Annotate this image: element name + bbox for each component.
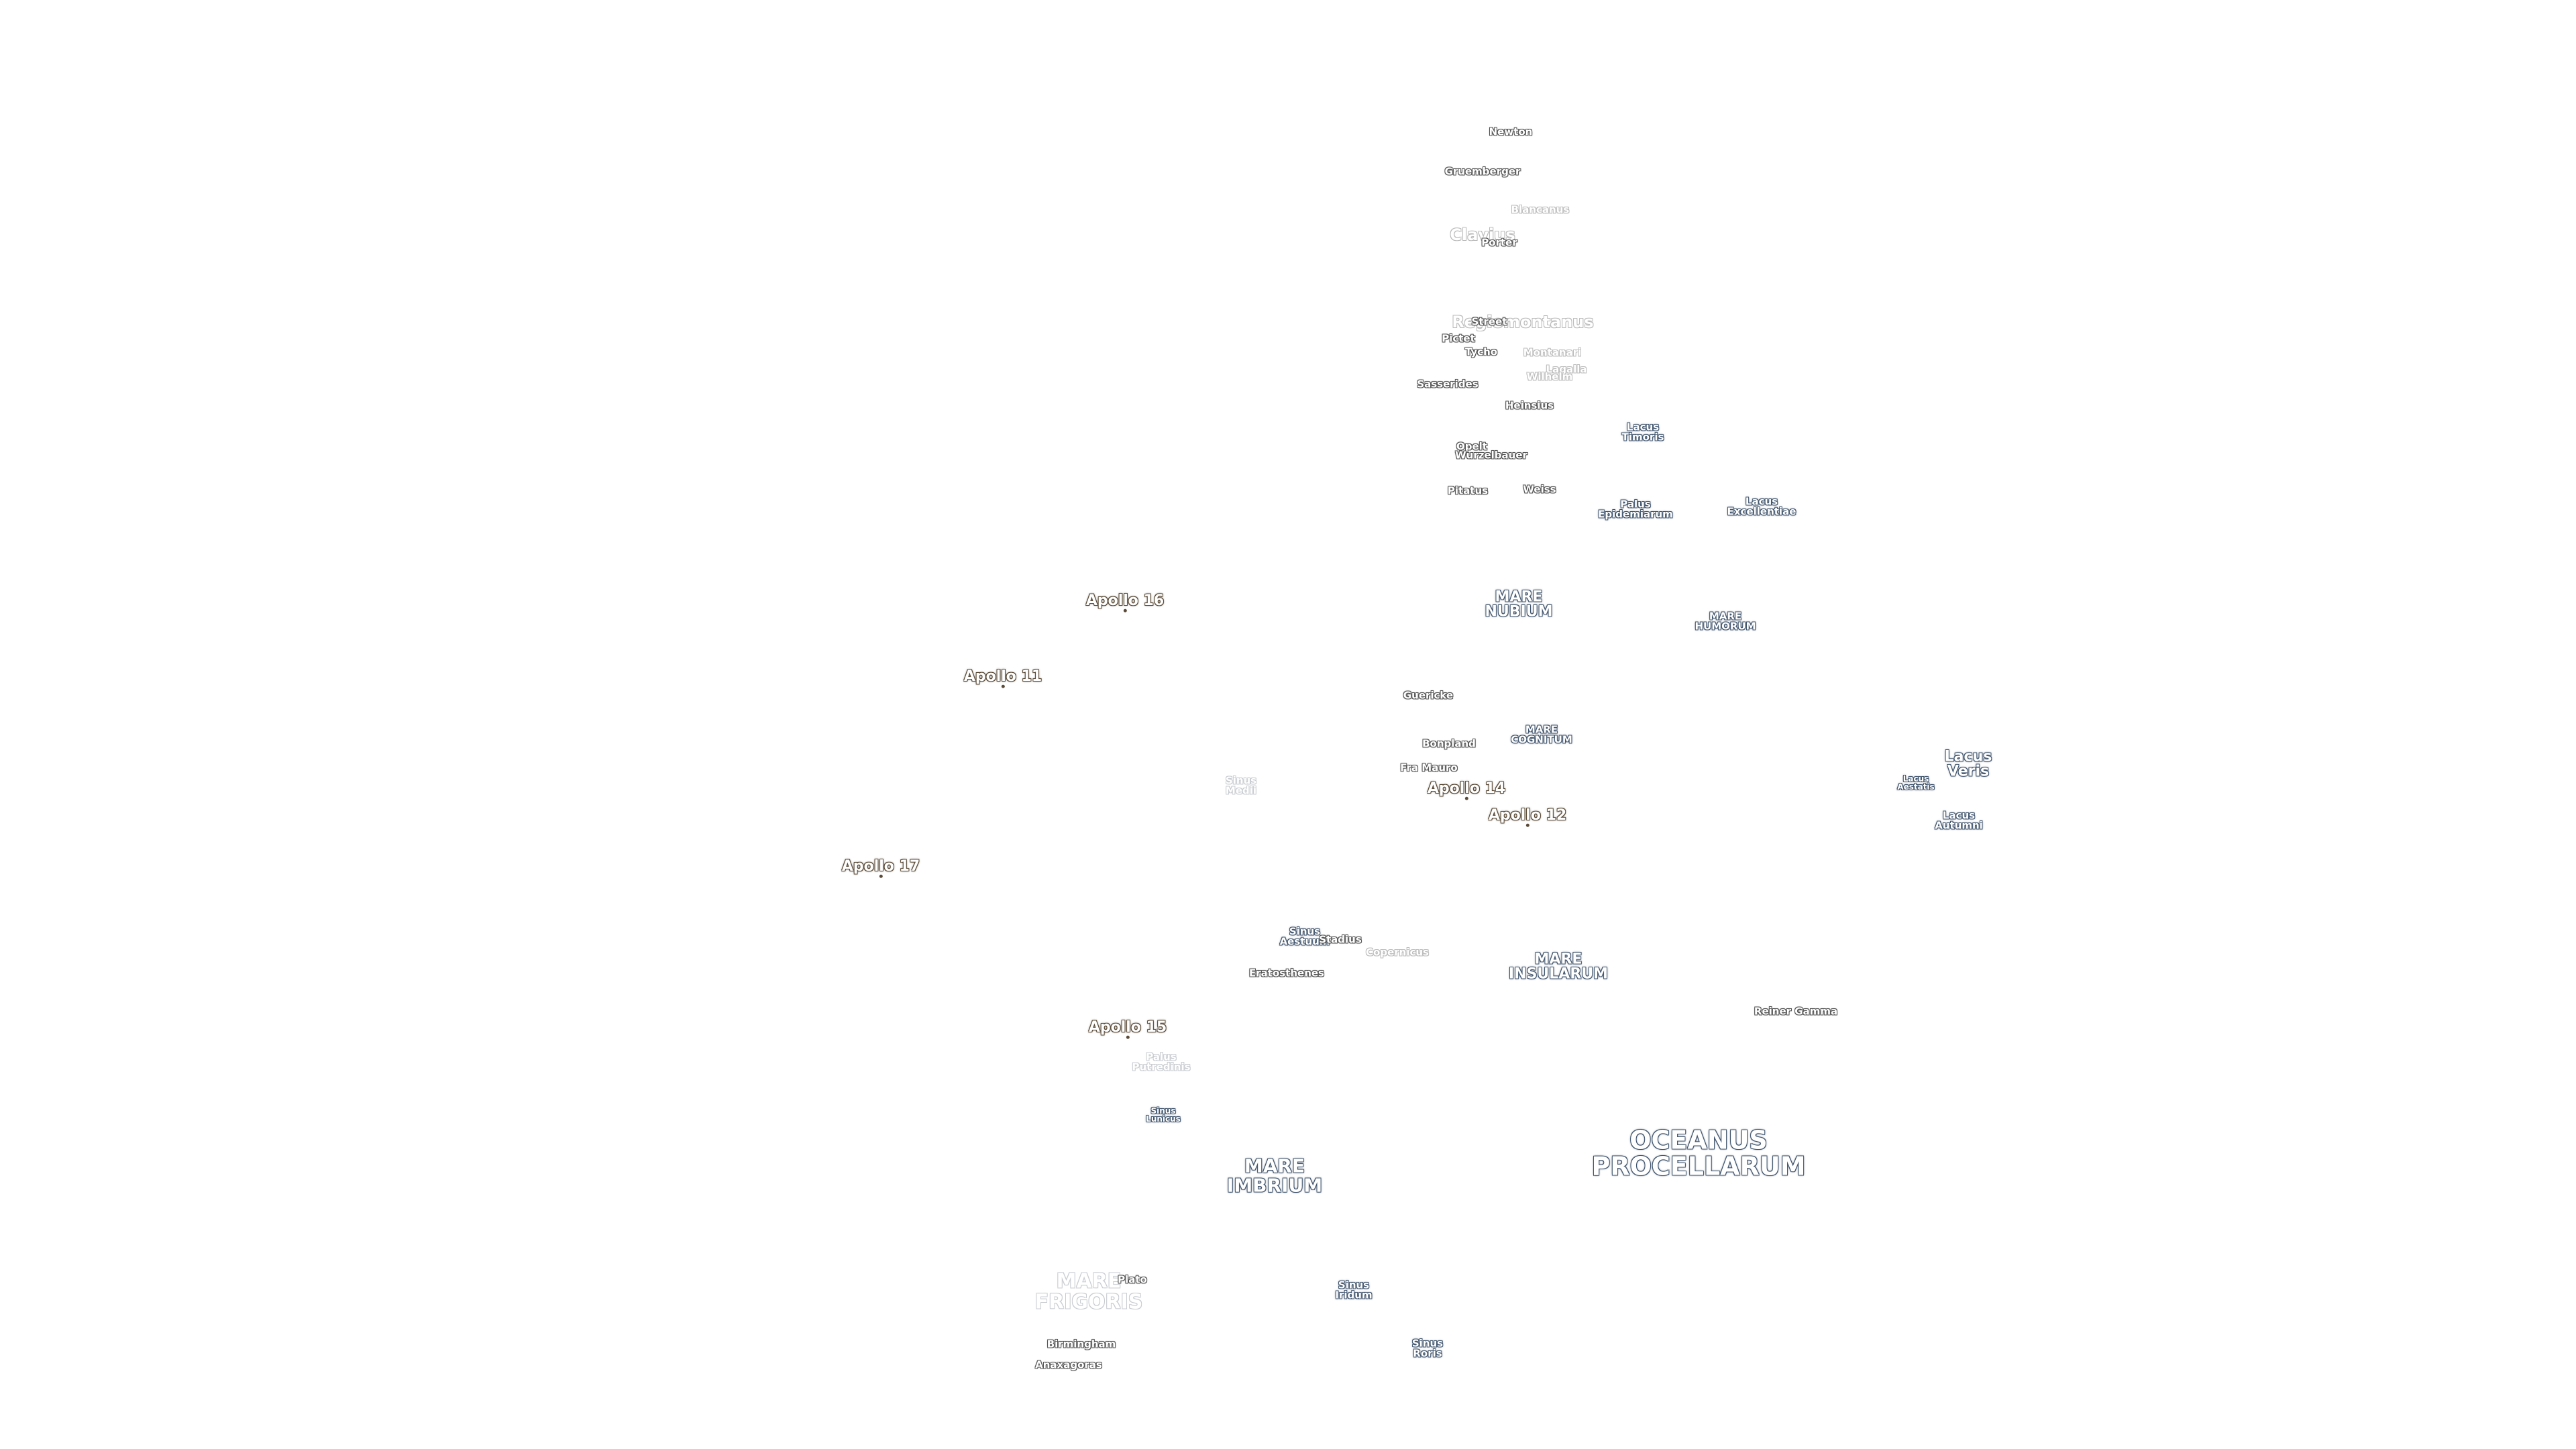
label-wilhelm[interactable]: Wilhelm <box>1526 370 1573 383</box>
label-apollo-12[interactable]: Apollo 12 <box>1489 808 1566 828</box>
label-apollo-11[interactable]: Apollo 11 <box>964 669 1042 689</box>
label-pitatus[interactable]: Pitatus <box>1447 484 1489 497</box>
label-apollo-16[interactable]: Apollo 16 <box>1086 593 1164 613</box>
label-guericke[interactable]: Guericke <box>1403 689 1454 702</box>
label-heinsius[interactable]: Heinsius <box>1505 399 1554 412</box>
label-regiomontanus[interactable]: Regiomontanus <box>1452 312 1594 331</box>
label-newton[interactable]: Newton <box>1489 125 1533 138</box>
label-weiss[interactable]: Weiss <box>1523 483 1556 496</box>
label-opelt[interactable]: Opelt <box>1456 440 1487 453</box>
landing-site-marker <box>1001 685 1005 689</box>
label-apollo-15[interactable]: Apollo 15 <box>1089 1020 1167 1040</box>
label-birmingham[interactable]: Birmingham <box>1046 1338 1116 1350</box>
label-fra-mauro[interactable]: Fra Mauro <box>1400 761 1458 774</box>
label-wurzelbauer[interactable]: Wurzelbauer <box>1455 449 1527 462</box>
label-gruemberger[interactable]: Gruemberger <box>1444 165 1521 178</box>
landing-site-marker <box>1126 1036 1130 1040</box>
label-copernicus[interactable]: Copernicus <box>1366 946 1429 959</box>
landing-site-marker <box>1123 609 1127 613</box>
label-blancanus[interactable]: Blancanus <box>1511 203 1570 216</box>
landing-site-marker <box>1464 797 1468 801</box>
label-porter[interactable]: Porter <box>1481 236 1517 249</box>
label-montanari[interactable]: Montanari <box>1523 346 1582 359</box>
label-tycho[interactable]: Tycho <box>1464 345 1498 358</box>
label-pictet[interactable]: Pictet <box>1442 332 1475 345</box>
label-clavius[interactable]: Clavius <box>1450 225 1515 244</box>
landing-site-marker <box>1525 824 1529 828</box>
label-apollo-17[interactable]: Apollo 17 <box>842 859 920 879</box>
label-stadius[interactable]: Stadius <box>1319 933 1362 946</box>
label-lagalla[interactable]: Lagalla <box>1546 363 1587 376</box>
label-plato[interactable]: Plato <box>1118 1273 1147 1286</box>
label-apollo-14[interactable]: Apollo 14 <box>1428 781 1505 801</box>
landing-site-marker <box>879 875 883 879</box>
label-reiner-gamma[interactable]: Reiner Gamma <box>1754 1005 1838 1018</box>
label-street[interactable]: Street <box>1471 315 1507 328</box>
label-bonpland[interactable]: Bonpland <box>1422 737 1476 750</box>
label-anaxagoras[interactable]: Anaxagoras <box>1035 1358 1102 1371</box>
label-eratosthenes[interactable]: Eratosthenes <box>1249 967 1324 979</box>
label-sasserides[interactable]: Sasserides <box>1417 378 1479 390</box>
